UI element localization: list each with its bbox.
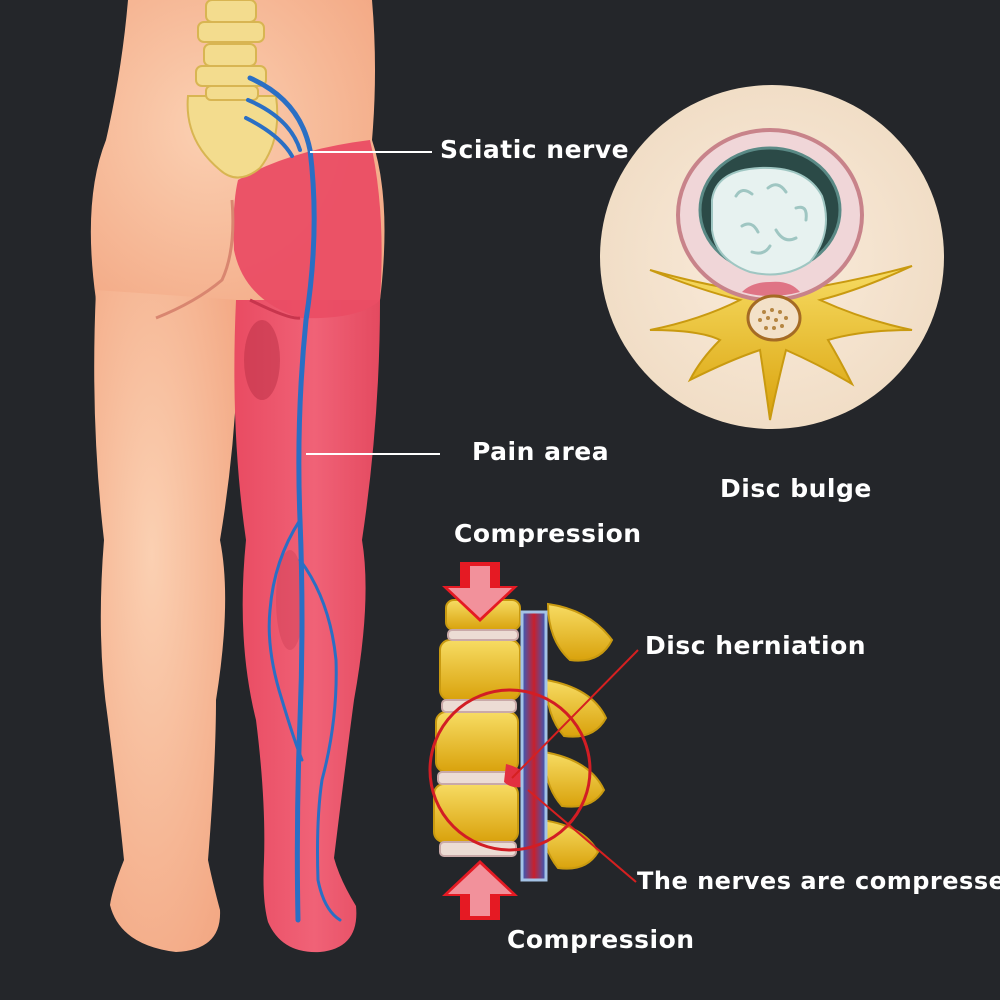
spinous-process	[546, 680, 606, 737]
pain-shadow	[244, 320, 280, 400]
spinous-process	[548, 604, 612, 661]
label-compression-bottom: Compression	[507, 925, 695, 954]
label-compression-top: Compression	[454, 519, 642, 548]
intervertebral-disc	[442, 700, 516, 712]
disc-bulge-illustration	[600, 85, 944, 429]
intervertebral-disc	[448, 630, 518, 640]
spinal-cord-cross-section	[748, 296, 800, 340]
label-disc-herniation: Disc herniation	[645, 631, 866, 660]
vertebra	[206, 0, 256, 22]
vertebra	[198, 22, 264, 42]
spinous-process	[544, 752, 604, 807]
vertebral-body	[434, 784, 518, 842]
disc-nucleus	[712, 168, 826, 275]
vertebra	[204, 44, 256, 66]
spinous-process	[542, 820, 598, 869]
spine-side-view	[430, 562, 638, 920]
compression-arrow-bottom	[442, 860, 518, 920]
vertebra	[206, 86, 258, 100]
left-leg-shape	[94, 290, 238, 952]
label-disc-bulge: Disc bulge	[720, 474, 872, 503]
label-nerves-compressed: The nerves are compressed	[637, 867, 1000, 895]
label-sciatic-nerve: Sciatic nerve	[440, 135, 629, 164]
label-pain-area: Pain area	[472, 437, 609, 466]
